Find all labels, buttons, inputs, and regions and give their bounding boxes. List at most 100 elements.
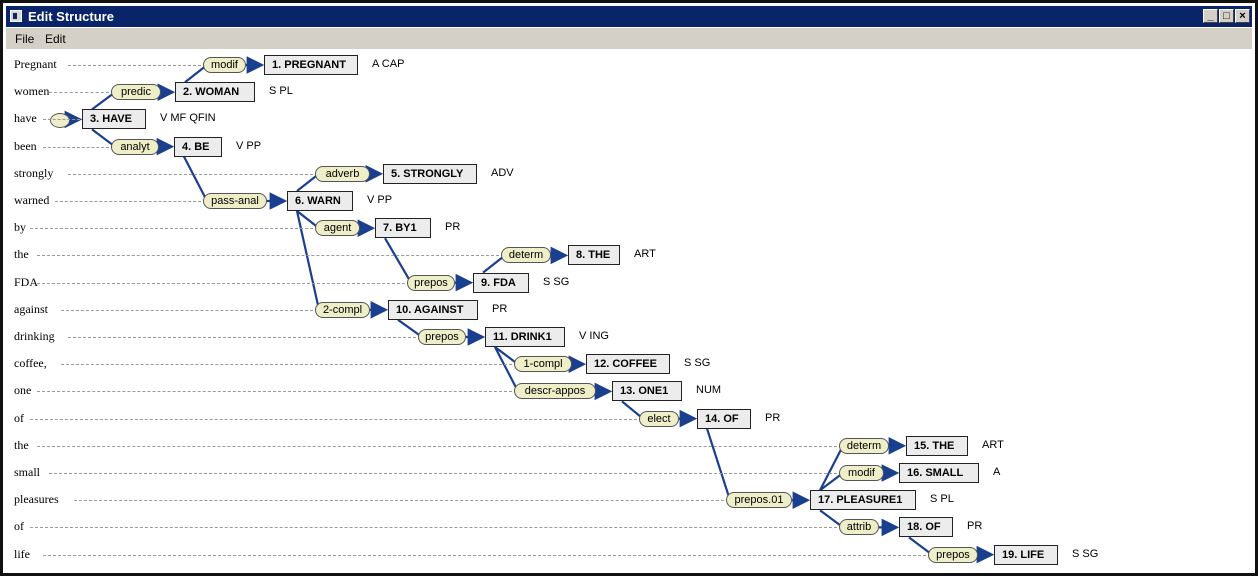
grammar-tags: PR <box>445 221 461 234</box>
sentence-word: warned <box>14 193 50 207</box>
row-guide-line <box>42 554 926 556</box>
root-node-circle[interactable] <box>50 113 70 128</box>
sentence-word: the <box>14 247 29 262</box>
tree-node[interactable]: 12. COFFEE <box>586 354 670 375</box>
sentence-word: small <box>14 465 40 479</box>
tree-node[interactable]: 9. FDA <box>473 272 529 293</box>
row-guide-line <box>36 282 405 284</box>
grammar-tags: S PL <box>930 493 954 506</box>
row-guide-line <box>42 119 80 121</box>
row-guide-line <box>49 473 837 474</box>
tree-node[interactable]: 1. PREGNANT <box>264 55 358 75</box>
app-icon <box>10 10 22 22</box>
row-guide-line <box>55 201 201 202</box>
menu-file[interactable]: File <box>15 32 35 46</box>
row-guide-line <box>30 418 637 420</box>
tree-node[interactable]: 3. HAVE <box>82 109 146 130</box>
grammar-tags: ADV <box>491 166 514 179</box>
dependency-edge <box>295 210 321 311</box>
tree-node[interactable]: 10. AGAINST <box>388 299 478 320</box>
relation-label[interactable]: determ <box>501 247 551 264</box>
row-guide-line <box>67 65 201 66</box>
sentence-word: pleasures <box>14 492 59 507</box>
tree-node[interactable]: 2. WOMAN <box>175 82 255 103</box>
dependency-edge <box>705 428 732 501</box>
grammar-tags: ART <box>982 438 1004 451</box>
relation-label[interactable]: analyt <box>111 138 159 155</box>
sentence-word: FDA <box>14 274 39 289</box>
relation-label[interactable]: modif <box>839 465 884 481</box>
sentence-word: of <box>14 519 24 534</box>
sentence-word: the <box>14 437 29 452</box>
row-guide-line <box>30 527 837 529</box>
tree-node[interactable]: 4. BE <box>174 136 222 157</box>
maximize-button[interactable]: □ <box>1219 9 1234 23</box>
relation-label[interactable]: 1-compl <box>514 356 572 373</box>
row-guide-line <box>30 228 313 230</box>
menu-edit[interactable]: Edit <box>45 32 66 46</box>
sentence-word: Pregnant <box>14 57 57 71</box>
close-button[interactable]: × <box>1235 9 1250 23</box>
row-guide-line <box>42 146 109 148</box>
menu-bar: File Edit <box>6 28 1252 49</box>
grammar-tags: S SG <box>1072 547 1099 560</box>
title-bar[interactable]: Edit Structure _ □ × <box>6 6 1252 27</box>
relation-label[interactable]: prepos.01 <box>726 492 792 509</box>
tree-node[interactable]: 15. THE <box>906 435 968 456</box>
dependency-edge <box>819 445 844 491</box>
sentence-word: strongly <box>14 165 54 180</box>
grammar-tags: PR <box>492 302 508 315</box>
sentence-word: against <box>14 301 48 316</box>
row-guide-line <box>36 255 499 257</box>
relation-label[interactable]: pass-anal <box>203 193 267 209</box>
grammar-tags: A <box>993 466 1001 478</box>
relation-label[interactable]: prepos <box>418 329 466 345</box>
grammar-tags: S SG <box>543 275 570 288</box>
relation-label[interactable]: modif <box>203 57 246 73</box>
tree-node[interactable]: 13. ONE1 <box>612 381 682 402</box>
relation-label[interactable]: descr-appos <box>514 383 596 400</box>
tree-node[interactable]: 11. DRINK1 <box>485 327 565 347</box>
relation-label[interactable]: agent <box>315 220 360 237</box>
tree-node[interactable]: 6. WARN <box>287 191 353 211</box>
grammar-tags: PR <box>967 520 983 533</box>
minimize-button[interactable]: _ <box>1203 9 1218 23</box>
tree-node[interactable]: 7. BY1 <box>375 218 431 239</box>
tree-node[interactable]: 8. THE <box>568 245 620 266</box>
row-guide-line <box>67 337 416 338</box>
tree-node[interactable]: 19. LIFE <box>994 544 1058 565</box>
tree-node[interactable]: 16. SMALL <box>899 463 979 483</box>
row-guide-line <box>67 173 313 175</box>
grammar-tags: V PP <box>367 194 393 206</box>
row-guide-line <box>49 92 109 94</box>
grammar-tags: A CAP <box>372 58 405 70</box>
grammar-tags: V ING <box>579 330 609 342</box>
grammar-tags: V PP <box>236 139 262 152</box>
relation-label[interactable]: elect <box>639 410 679 427</box>
tree-node[interactable]: 14. OF <box>697 408 751 429</box>
tree-node[interactable]: 5. STRONGLY <box>383 163 477 184</box>
sentence-word: by <box>14 220 26 235</box>
row-guide-line <box>73 500 724 502</box>
grammar-tags: NUM <box>696 384 722 397</box>
row-guide-line <box>61 309 313 311</box>
grammar-tags: ART <box>634 248 656 261</box>
tree-node[interactable]: 17. PLEASURE1 <box>810 490 916 511</box>
sentence-word: been <box>14 138 37 153</box>
grammar-tags: S SG <box>684 357 711 370</box>
row-guide-line <box>36 391 512 393</box>
relation-label[interactable]: adverb <box>315 165 370 182</box>
relation-label[interactable]: 2-compl <box>315 301 370 318</box>
tree-node[interactable]: 18. OF <box>899 517 953 538</box>
relation-label[interactable]: prepos <box>928 546 978 563</box>
relation-label[interactable]: predic <box>111 84 161 101</box>
relation-label[interactable]: attrib <box>839 519 879 536</box>
dependency-edge <box>384 237 412 284</box>
sentence-word: have <box>14 111 37 126</box>
relation-label[interactable]: determ <box>839 437 889 454</box>
sentence-word: drinking <box>14 329 55 343</box>
grammar-tags: S PL <box>269 85 293 98</box>
relation-label[interactable]: prepos <box>407 274 455 291</box>
row-guide-line <box>36 445 837 447</box>
